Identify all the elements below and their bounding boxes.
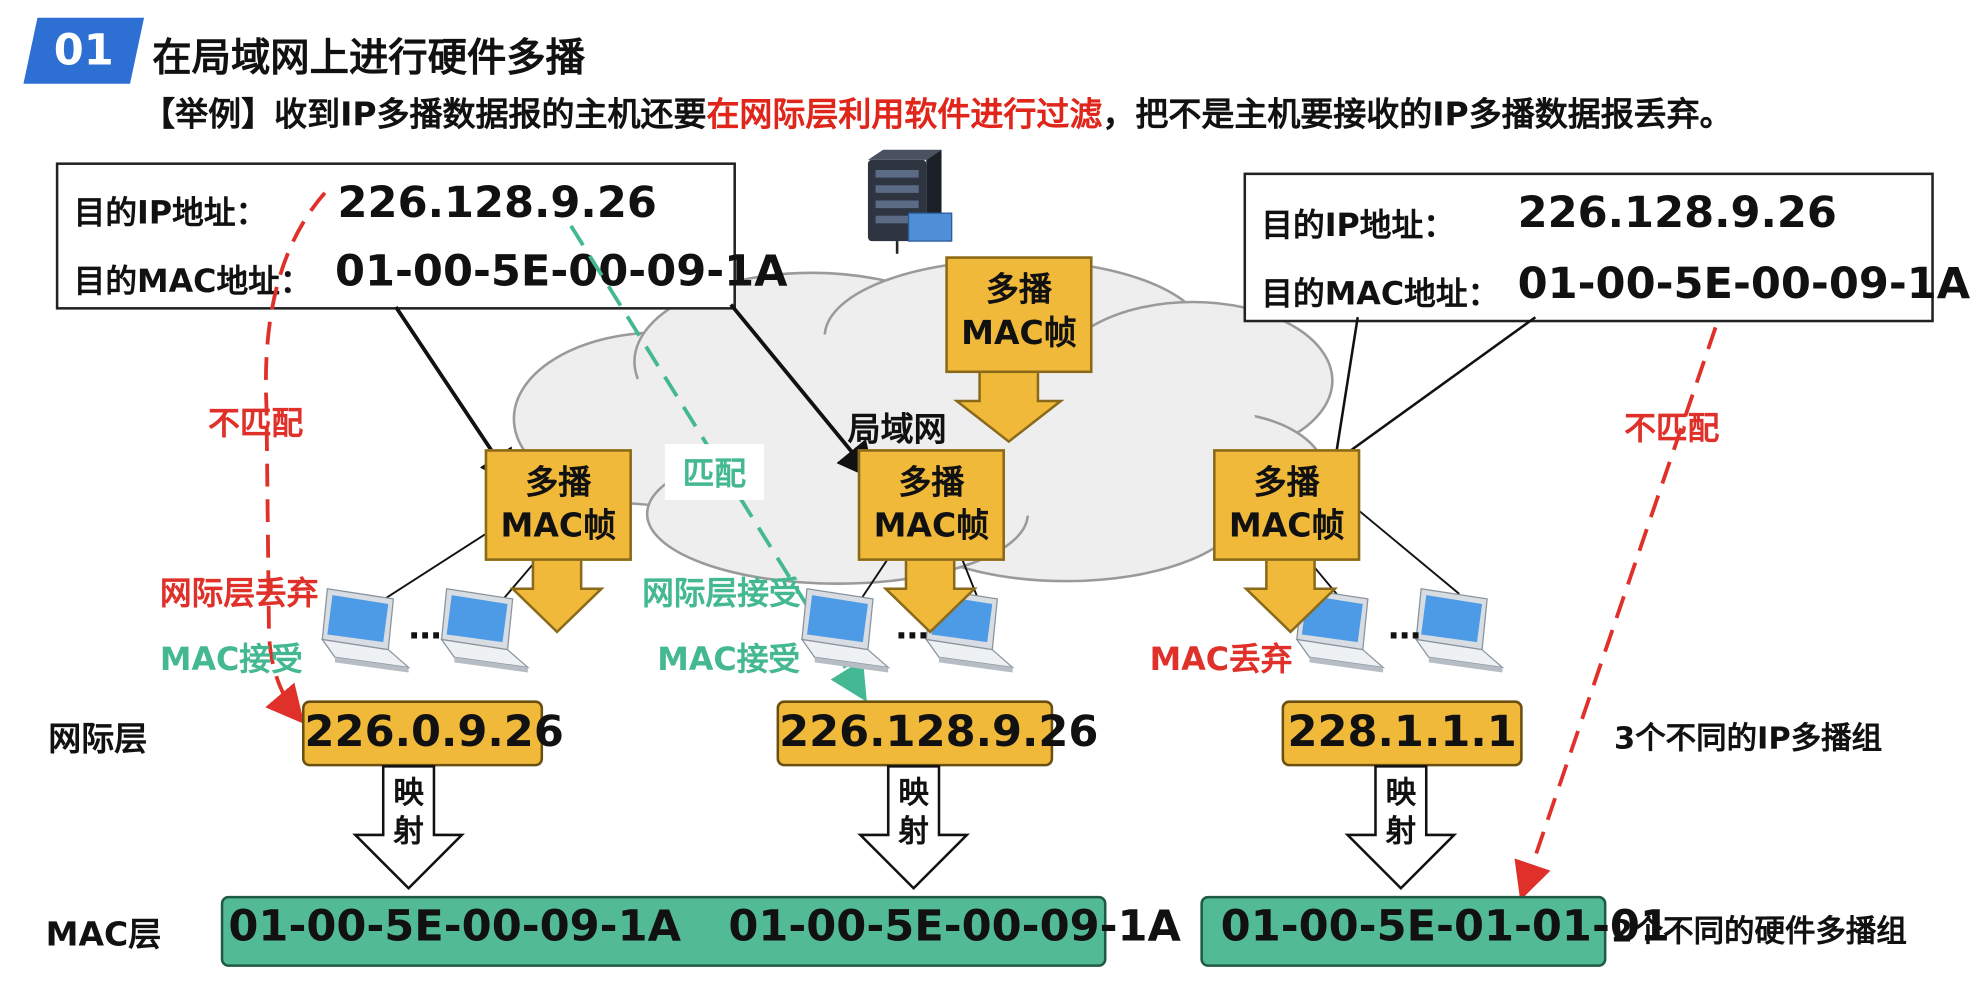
ip-group-1: 226.0.9.26 — [301, 700, 564, 767]
left-ip-label: 目的IP地址： — [73, 194, 268, 231]
mapping-label: 映 射 — [1375, 774, 1426, 850]
mac-group-bar-1 — [220, 895, 1107, 967]
mac-count-note: 2个不同的硬件多播组 — [1611, 913, 1907, 950]
note-mismatch-right: 不匹配 — [1624, 409, 1720, 447]
mac-group-1-left: 01-00-5E-00-09-1A — [228, 900, 681, 952]
frame-line1: 多播 — [898, 464, 965, 503]
mapping-char: 映 — [393, 775, 424, 811]
example-highlight: 在网际层利用软件进行过滤 — [706, 96, 1103, 135]
note-ip-accept: 网际层接受 — [642, 574, 801, 612]
mac-group-2: 01-00-5E-01-01-01 — [1220, 900, 1670, 952]
frame-line2: MAC帧 — [1228, 507, 1345, 546]
right-mac-value: 01-00-5E-00-09-1A — [1517, 258, 1971, 310]
frame-line2: MAC帧 — [961, 314, 1077, 353]
frame-line2: MAC帧 — [873, 507, 990, 546]
right-ip-value: 226.128.9.26 — [1517, 187, 1837, 239]
multicast-frame-top: 多播 MAC帧 — [945, 256, 1093, 374]
mapping-char: 映 — [1385, 775, 1417, 811]
ellipsis: … — [408, 609, 442, 648]
example-suffix: ，把不是主机要接收的IP多播数据报丢弃。 — [1102, 96, 1733, 135]
mac-group-bar-2 — [1200, 895, 1607, 967]
ellipsis: … — [1388, 609, 1422, 648]
mapping-label: 映 射 — [888, 774, 939, 850]
frame-line1: 多播 — [985, 271, 1052, 310]
multicast-frame-left: 多播 MAC帧 — [484, 449, 632, 561]
ip-count-note: 3个不同的IP多播组 — [1614, 720, 1883, 757]
note-ip-discard: 网际层丢弃 — [159, 574, 319, 612]
left-ip-value: 226.128.9.26 — [337, 177, 657, 229]
multicast-frame-middle: 多播 MAC帧 — [857, 449, 1005, 561]
ip-layer-label: 网际层 — [48, 720, 148, 759]
mac-group-1-right: 01-00-5E-00-09-1A — [728, 900, 1181, 952]
note-match: 匹配 — [664, 444, 764, 500]
right-ip-label: 目的IP地址： — [1261, 206, 1455, 244]
left-mac-value: 01-00-5E-00-09-1A — [334, 246, 788, 297]
example-prefix: 【举例】收到IP多播数据报的主机还要 — [142, 96, 707, 135]
mapping-char: 射 — [393, 813, 424, 849]
note-mac-accept-left: MAC接受 — [159, 640, 303, 678]
mapping-label: 映 射 — [383, 774, 434, 850]
note-mac-discard: MAC丢弃 — [1149, 640, 1293, 678]
multicast-frame-right: 多播 MAC帧 — [1213, 449, 1361, 561]
frame-line1: 多播 — [1253, 464, 1320, 503]
ip-group-3: 228.1.1.1 — [1281, 700, 1523, 767]
frame-line1: 多播 — [525, 464, 592, 503]
section-number: 01 — [53, 25, 114, 77]
mapping-char: 映 — [898, 775, 929, 811]
frame-line2: MAC帧 — [500, 507, 617, 546]
mapping-char: 射 — [1385, 813, 1417, 849]
example-text: 【举例】收到IP多播数据报的主机还要在网际层利用软件进行过滤，把不是主机要接收的… — [142, 89, 1733, 136]
note-mac-accept-middle: MAC接受 — [657, 640, 801, 678]
mac-layer-label: MAC层 — [45, 916, 162, 955]
mapping-char: 射 — [898, 813, 929, 849]
note-mismatch-left: 不匹配 — [208, 404, 304, 442]
ip-group-2: 226.128.9.26 — [776, 700, 1098, 767]
slide-title: 在局域网上进行硬件多播 — [152, 35, 585, 82]
right-address-box — [1243, 172, 1934, 323]
right-mac-label: 目的MAC地址： — [1261, 275, 1500, 313]
left-mac-label: 目的MAC地址： — [73, 262, 312, 300]
